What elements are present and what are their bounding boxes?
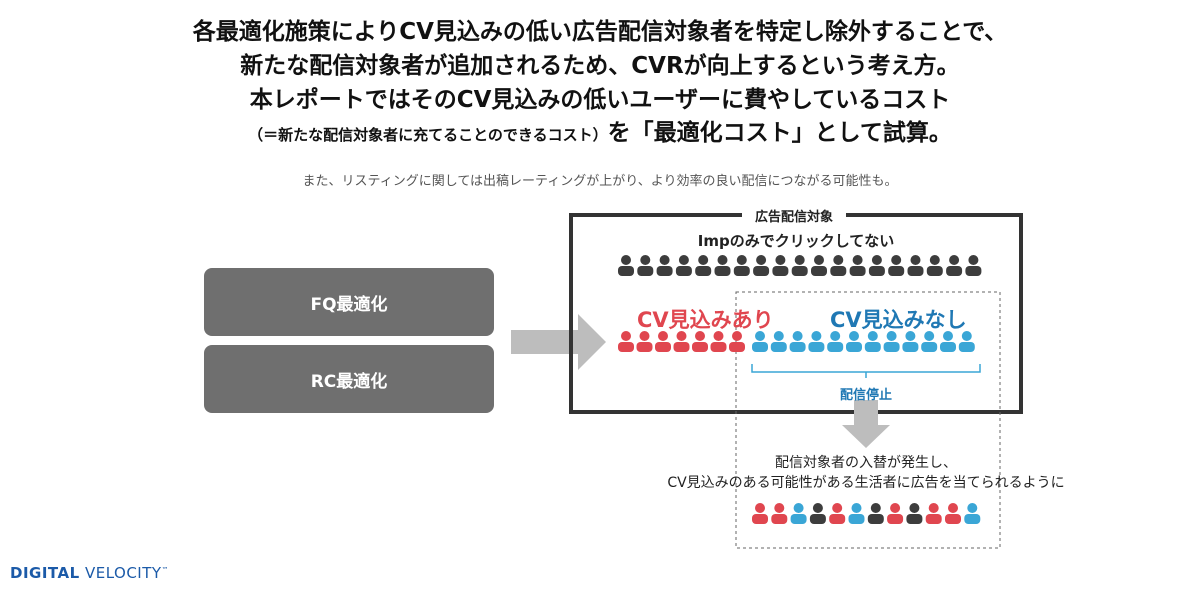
person-icon bbox=[752, 503, 768, 524]
person-icon bbox=[868, 255, 885, 276]
person-icon bbox=[771, 503, 788, 524]
down-arrow-icon bbox=[842, 400, 890, 448]
person-icon bbox=[827, 331, 844, 352]
person-icon bbox=[692, 331, 708, 352]
person-icon bbox=[772, 255, 789, 276]
cv-yes-label: CV見込みあり bbox=[637, 308, 774, 332]
headline-line-4-main: を「最適化コスト」として試算。 bbox=[607, 120, 952, 146]
person-icon bbox=[887, 503, 904, 524]
person-icon bbox=[964, 503, 981, 524]
person-icon bbox=[846, 331, 862, 352]
person-icon bbox=[907, 255, 924, 276]
person-icon bbox=[656, 255, 673, 276]
stop-delivery-label: 配信停止 bbox=[839, 388, 892, 403]
logo-tm: ™ bbox=[161, 566, 170, 574]
person-icon bbox=[733, 255, 750, 276]
person-icon bbox=[965, 255, 982, 276]
person-icon bbox=[849, 255, 866, 276]
person-icon bbox=[673, 331, 690, 352]
headline-line-1: 各最適化施策によりCV見込みの低い広告配信対象者を特定し除外することで、 bbox=[192, 19, 1008, 45]
person-icon bbox=[618, 255, 634, 276]
person-icon bbox=[811, 255, 827, 276]
imp-only-label: Impのみでクリックしてない bbox=[697, 232, 895, 250]
person-icon bbox=[867, 503, 884, 524]
person-icon bbox=[789, 331, 806, 352]
person-icon bbox=[902, 331, 919, 352]
person-icon bbox=[921, 331, 938, 352]
person-icon bbox=[946, 255, 963, 276]
person-icon bbox=[729, 331, 745, 352]
rc-optimization-box: RC最適化 bbox=[204, 345, 494, 413]
headline-line-2: 新たな配信対象者が追加されるため、CVRが向上するという考え方。 bbox=[240, 53, 960, 79]
headline-line-3: 本レポートではそのCV見込みの低いユーザーに費やしているコスト bbox=[249, 87, 951, 113]
digital-velocity-logo: DIGITAL VELOCITY™ bbox=[10, 564, 169, 582]
person-icon bbox=[848, 503, 865, 524]
cv-no-label: CV見込みなし bbox=[830, 308, 967, 332]
person-icon bbox=[752, 331, 768, 352]
person-icon bbox=[809, 503, 826, 524]
person-icon bbox=[925, 503, 942, 524]
logo-bold: DIGITAL bbox=[10, 564, 80, 582]
stop-bracket bbox=[751, 364, 981, 378]
logo-regular: VELOCITY bbox=[84, 564, 162, 582]
person-icon bbox=[829, 503, 846, 524]
person-icon bbox=[883, 331, 900, 352]
right-arrow-icon bbox=[511, 314, 606, 370]
person-icon bbox=[636, 331, 653, 352]
cv-none-dashed-region bbox=[735, 291, 1001, 549]
person-icon bbox=[714, 255, 731, 276]
headline-line-4: （＝新たな配信対象者に充てることのできるコスト）を「最適化コスト」として試算。 bbox=[0, 113, 1200, 147]
listing-note: また、リスティングに関しては出稿レーティングが上がり、より効率の良い配信につなが… bbox=[302, 174, 898, 189]
person-icon bbox=[710, 331, 727, 352]
person-icon bbox=[790, 503, 807, 524]
person-icon bbox=[655, 331, 671, 352]
result-text-line-1: 配信対象者の入替が発生し、 bbox=[775, 455, 957, 471]
headline-line-4-note: （＝新たな配信対象者に充てることのできるコスト） bbox=[248, 126, 608, 144]
person-icon bbox=[926, 255, 943, 276]
fq-optimization-box: FQ最適化 bbox=[204, 268, 494, 336]
person-icon bbox=[675, 255, 692, 276]
person-icon bbox=[753, 255, 770, 276]
person-icon bbox=[695, 255, 712, 276]
person-icon bbox=[830, 255, 847, 276]
person-icon bbox=[618, 331, 634, 352]
person-icon bbox=[958, 331, 975, 352]
person-icon bbox=[945, 503, 961, 524]
person-icon bbox=[864, 331, 881, 352]
person-icon bbox=[770, 331, 787, 352]
person-icon bbox=[940, 331, 956, 352]
person-icon bbox=[637, 255, 654, 276]
person-icon bbox=[906, 503, 923, 524]
person-icon bbox=[888, 255, 905, 276]
ad-target-label: 広告配信対象 bbox=[742, 206, 846, 225]
result-text-line-2: CV見込みのある可能性がある生活者に広告を当てられるように bbox=[667, 475, 1065, 491]
person-icon bbox=[791, 255, 808, 276]
person-icon bbox=[808, 331, 825, 352]
